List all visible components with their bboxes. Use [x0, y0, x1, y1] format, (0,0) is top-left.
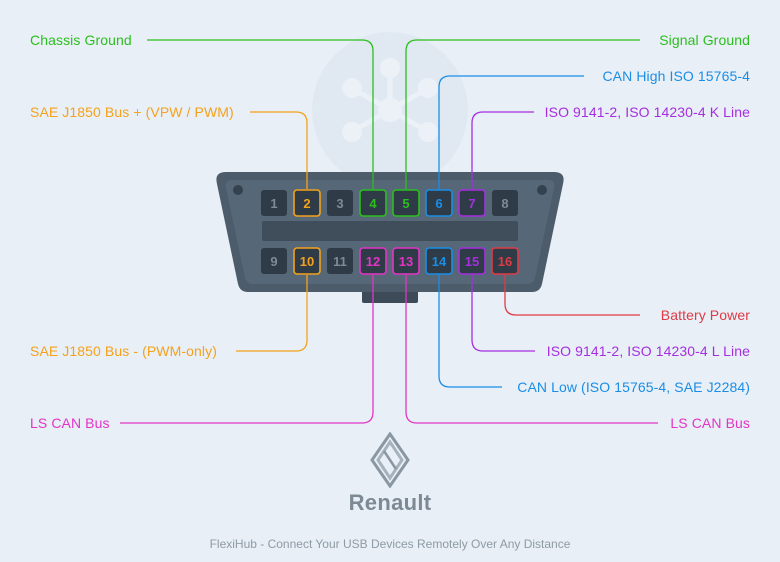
- pin-number: 3: [336, 196, 343, 211]
- wire-line: [438, 275, 502, 388]
- pin-number: 7: [468, 196, 475, 211]
- pin-4: 4: [359, 189, 387, 217]
- renault-logo-icon: [370, 432, 410, 488]
- pin-3: 3: [327, 190, 353, 216]
- label-can-high: CAN High ISO 15765-4: [602, 68, 750, 84]
- label-l-line: ISO 9141-2, ISO 14230-4 L Line: [546, 343, 750, 359]
- pin-2: 2: [293, 189, 321, 217]
- label-ls-can-right: LS CAN Bus: [670, 415, 750, 431]
- pin-14: 14: [425, 247, 453, 275]
- label-can-low: CAN Low (ISO 15765-4, SAE J2284): [517, 379, 750, 395]
- pin-16: 16: [491, 247, 519, 275]
- wire-line: [250, 111, 308, 189]
- wire-line: [405, 39, 640, 189]
- wire-line: [504, 275, 640, 316]
- pin-13: 13: [392, 247, 420, 275]
- wire-line: [147, 39, 374, 189]
- pin-number: 1: [270, 196, 277, 211]
- pin-number: 15: [465, 254, 479, 269]
- pin-1: 1: [261, 190, 287, 216]
- pin-number: 4: [369, 196, 377, 211]
- pin-number: 8: [501, 196, 508, 211]
- wire-line: [471, 111, 534, 189]
- watermark-hub-icon: [312, 32, 468, 188]
- pin-number: 11: [333, 254, 347, 269]
- pin-number: 9: [270, 254, 277, 269]
- pin-7: 7: [458, 189, 486, 217]
- footer-text: FlexiHub - Connect Your USB Devices Remo…: [209, 537, 571, 551]
- pin-number: 13: [399, 254, 413, 269]
- wire-lines: [120, 39, 658, 424]
- label-sae-minus: SAE J1850 Bus - (PWM-only): [30, 343, 217, 359]
- brand-name: Renault: [348, 490, 432, 515]
- pin-9: 9: [261, 248, 287, 274]
- pin-6: 6: [425, 189, 453, 217]
- wire-line: [438, 75, 584, 189]
- pin-11: 11: [327, 248, 353, 274]
- wire-line: [405, 275, 658, 424]
- label-sae-plus: SAE J1850 Bus + (VPW / PWM): [30, 104, 234, 120]
- label-k-line: ISO 9141-2, ISO 14230-4 K Line: [544, 104, 750, 120]
- wire-line: [120, 275, 374, 424]
- pin-10: 10: [293, 247, 321, 275]
- wire-line: [236, 275, 308, 352]
- label-chassis-ground: Chassis Ground: [30, 32, 132, 48]
- pin-15: 15: [458, 247, 486, 275]
- pin-8: 8: [492, 190, 518, 216]
- wire-line: [471, 275, 535, 352]
- pin-5: 5: [392, 189, 420, 217]
- label-battery-power: Battery Power: [660, 307, 750, 323]
- pin-number: 10: [300, 254, 314, 269]
- pin-12: 12: [359, 247, 387, 275]
- pin-number: 5: [402, 196, 409, 211]
- label-signal-ground: Signal Ground: [659, 32, 750, 48]
- pin-number: 2: [303, 196, 310, 211]
- pin-number: 16: [498, 254, 512, 269]
- pin-number: 6: [435, 196, 442, 211]
- label-ls-can-left: LS CAN Bus: [30, 415, 110, 431]
- pin-number: 12: [366, 254, 380, 269]
- pin-number: 14: [432, 254, 447, 269]
